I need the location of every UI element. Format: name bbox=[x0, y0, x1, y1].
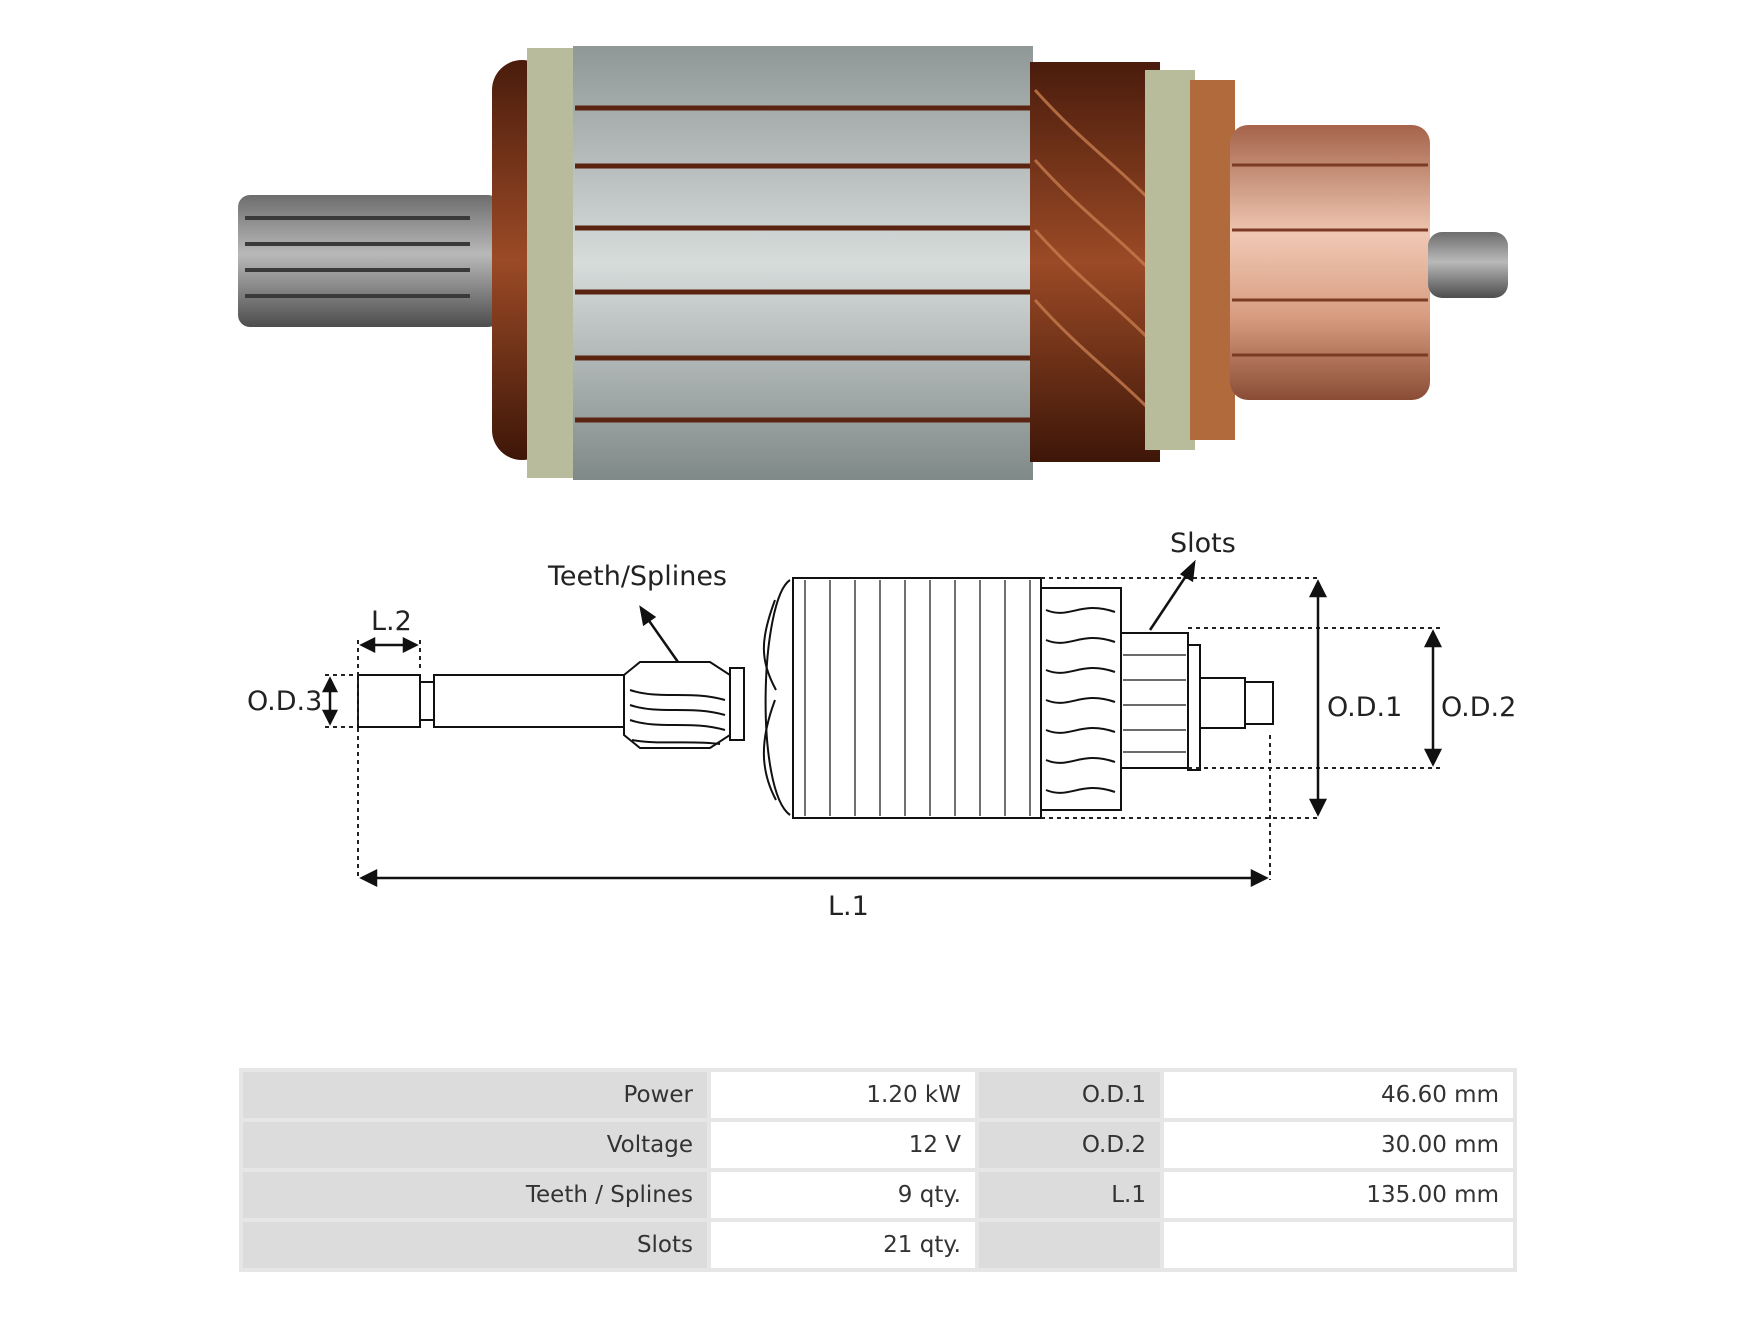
drawing-coil-end-left bbox=[764, 579, 791, 816]
spec-label: L.1 bbox=[979, 1172, 1160, 1218]
slots-label: Slots bbox=[1170, 528, 1236, 559]
table-row: Slots 21 qty. bbox=[243, 1222, 1513, 1268]
spec-value bbox=[1164, 1222, 1513, 1268]
armature-diagram: Teeth/Splines Slots L.2 O.D.3 O.D.1 O.D.… bbox=[247, 528, 1516, 922]
table-row: Voltage 12 V O.D.2 30.00 mm bbox=[243, 1122, 1513, 1168]
spec-label: Slots bbox=[243, 1222, 707, 1268]
spec-value: 21 qty. bbox=[711, 1222, 975, 1268]
laminated-core bbox=[573, 46, 1033, 480]
slots-leader bbox=[1148, 569, 1192, 631]
shaft-end bbox=[1428, 232, 1508, 298]
spec-value: 1.20 kW bbox=[711, 1072, 975, 1118]
l1-label: L.1 bbox=[828, 891, 869, 922]
commutator-risers bbox=[1190, 80, 1235, 440]
l2-label: L.2 bbox=[371, 606, 412, 637]
teeth-leader bbox=[643, 614, 680, 663]
armature-photo bbox=[238, 46, 1508, 480]
spec-value: 30.00 mm bbox=[1164, 1122, 1513, 1168]
spec-label: Voltage bbox=[243, 1122, 707, 1168]
insulation-ring-left bbox=[527, 48, 577, 478]
drawing-commutator bbox=[1120, 632, 1189, 769]
drawing-shaft bbox=[419, 681, 435, 721]
drawing-shaft-end bbox=[1199, 677, 1246, 729]
insulation-ring-right bbox=[1145, 70, 1195, 450]
od2-label: O.D.2 bbox=[1441, 692, 1516, 723]
spec-label: Teeth / Splines bbox=[243, 1172, 707, 1218]
spec-value: 9 qty. bbox=[711, 1172, 975, 1218]
commutator bbox=[1230, 125, 1430, 400]
coil-end-right bbox=[1030, 62, 1160, 462]
table-row: Teeth / Splines 9 qty. L.1 135.00 mm bbox=[243, 1172, 1513, 1218]
od3-label: O.D.3 bbox=[247, 686, 322, 717]
spec-label bbox=[979, 1222, 1160, 1268]
spec-table: Power 1.20 kW O.D.1 46.60 mm Voltage 12 … bbox=[239, 1068, 1517, 1272]
spec-label: O.D.1 bbox=[979, 1072, 1160, 1118]
table-row: Power 1.20 kW O.D.1 46.60 mm bbox=[243, 1072, 1513, 1118]
spec-label: Power bbox=[243, 1072, 707, 1118]
drawing-pinion-tip bbox=[357, 674, 421, 728]
spec-value: 12 V bbox=[711, 1122, 975, 1168]
spec-label: O.D.2 bbox=[979, 1122, 1160, 1168]
drawing-shaft-body bbox=[433, 674, 625, 728]
teeth-splines-label: Teeth/Splines bbox=[547, 561, 727, 592]
drawing-splines bbox=[623, 661, 731, 749]
od1-label: O.D.1 bbox=[1327, 692, 1402, 723]
spec-value: 135.00 mm bbox=[1164, 1172, 1513, 1218]
spec-value: 46.60 mm bbox=[1164, 1072, 1513, 1118]
